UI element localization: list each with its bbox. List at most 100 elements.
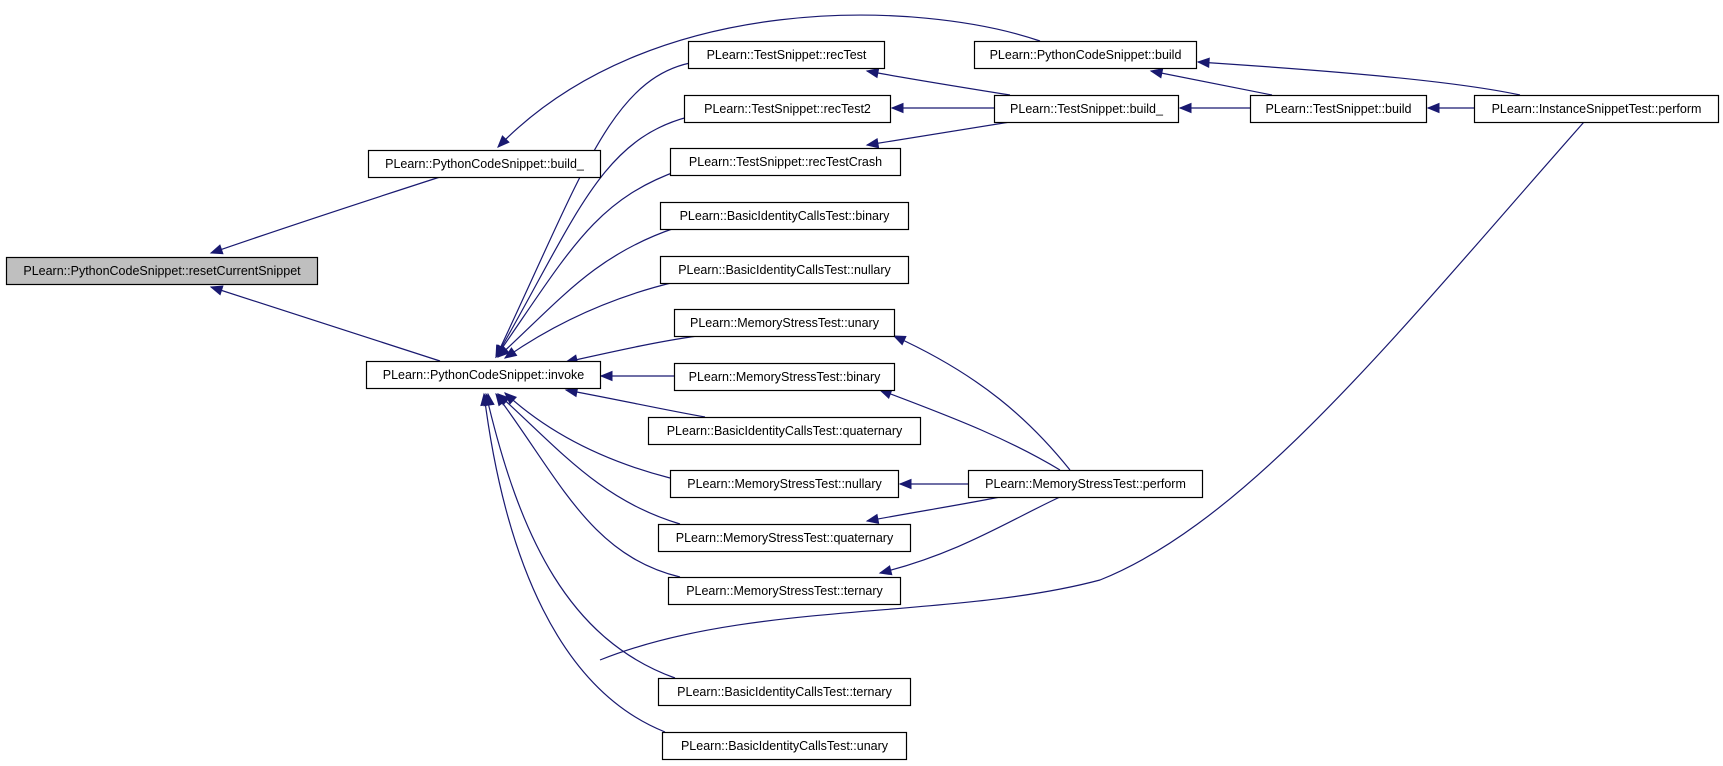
- arrowhead: [890, 102, 904, 114]
- node-ms_quaternary[interactable]: PLearn::MemoryStressTest::quaternary: [657, 523, 912, 553]
- edge-line: [210, 176, 441, 254]
- edge-line: [495, 393, 681, 578]
- node-box: [367, 149, 602, 179]
- arrowhead: [495, 392, 508, 407]
- edge-line: [866, 70, 1011, 96]
- node-box: [967, 469, 1204, 499]
- edge-line: [1150, 70, 1273, 96]
- node-box: [683, 94, 892, 124]
- node-box: [1473, 94, 1720, 124]
- edge-tsbuild-to-tsbuild_: [1178, 102, 1251, 114]
- edge-bic_binary-to-invoke: [497, 227, 676, 358]
- node-pybuild_[interactable]: PLearn::PythonCodeSnippet::build_: [367, 149, 602, 179]
- node-box: [669, 147, 902, 177]
- node-label: PLearn::BasicIdentityCallsTest::unary: [681, 739, 889, 753]
- node-label: PLearn::MemoryStressTest::binary: [689, 370, 881, 384]
- edge-invoke-to-reset: [209, 285, 441, 362]
- node-ms_unary[interactable]: PLearn::MemoryStressTest::unary: [673, 308, 896, 338]
- node-label: PLearn::BasicIdentityCallsTest::binary: [680, 209, 891, 223]
- arrowhead: [209, 285, 224, 296]
- edge-line: [866, 496, 1001, 522]
- edge-msperform-to-ms_quaternary: [865, 496, 1001, 525]
- node-label: PLearn::MemoryStressTest::ternary: [686, 584, 883, 598]
- node-isperform[interactable]: PLearn::InstanceSnippetTest::perform: [1473, 94, 1720, 124]
- node-box: [669, 469, 900, 499]
- node-box: [687, 40, 886, 70]
- edge-line: [497, 227, 676, 358]
- node-reset[interactable]: PLearn::PythonCodeSnippet::resetCurrentS…: [5, 256, 319, 286]
- edge-ms_ternary-to-invoke: [495, 392, 681, 578]
- node-msperform[interactable]: PLearn::MemoryStressTest::perform: [967, 469, 1204, 499]
- arrowhead: [865, 513, 880, 525]
- node-label: PLearn::MemoryStressTest::unary: [690, 316, 880, 330]
- node-label: PLearn::MemoryStressTest::quaternary: [676, 531, 894, 545]
- edge-msperform-to-ms_ternary: [878, 496, 1061, 576]
- node-invoke[interactable]: PLearn::PythonCodeSnippet::invoke: [365, 360, 602, 390]
- nodes-layer: PLearn::PythonCodeSnippet::resetCurrentS…: [5, 40, 1720, 761]
- node-label: PLearn::MemoryStressTest::perform: [985, 477, 1186, 491]
- node-label: PLearn::BasicIdentityCallsTest::ternary: [677, 685, 892, 699]
- node-recTestCrash[interactable]: PLearn::TestSnippet::recTestCrash: [669, 147, 902, 177]
- edge-bic_nullary-to-invoke: [503, 281, 676, 359]
- arrowhead: [878, 565, 893, 576]
- node-bic_quaternary[interactable]: PLearn::BasicIdentityCallsTest::quaterna…: [647, 416, 922, 446]
- node-bic_ternary[interactable]: PLearn::BasicIdentityCallsTest::ternary: [657, 677, 912, 707]
- arrowhead: [209, 244, 224, 255]
- node-ms_binary[interactable]: PLearn::MemoryStressTest::binary: [673, 362, 896, 392]
- node-tsbuild_[interactable]: PLearn::TestSnippet::build_: [993, 94, 1180, 124]
- node-bic_unary[interactable]: PLearn::BasicIdentityCallsTest::unary: [661, 731, 908, 761]
- arrowhead: [599, 370, 613, 382]
- node-label: PLearn::PythonCodeSnippet::invoke: [383, 368, 585, 382]
- node-recTest[interactable]: PLearn::TestSnippet::recTest: [687, 40, 886, 70]
- node-label: PLearn::TestSnippet::recTestCrash: [689, 155, 882, 169]
- arrowhead: [503, 347, 518, 359]
- edge-line: [504, 392, 671, 479]
- edge-tsbuild_-to-recTest: [865, 67, 1011, 96]
- edge-line: [879, 496, 1061, 574]
- node-bic_nullary[interactable]: PLearn::BasicIdentityCallsTest::nullary: [659, 255, 910, 285]
- node-box: [5, 256, 319, 286]
- edge-tsbuild_-to-recTestCrash: [865, 121, 1011, 149]
- node-box: [673, 362, 896, 392]
- node-label: PLearn::PythonCodeSnippet::build: [990, 48, 1182, 62]
- node-ms_nullary[interactable]: PLearn::MemoryStressTest::nullary: [669, 469, 900, 499]
- edge-tsbuild-to-pybuild: [1149, 68, 1273, 96]
- node-box: [659, 201, 910, 231]
- node-bic_binary[interactable]: PLearn::BasicIdentityCallsTest::binary: [659, 201, 910, 231]
- edge-ms_unary-to-invoke: [564, 334, 706, 365]
- node-pybuild[interactable]: PLearn::PythonCodeSnippet::build: [973, 40, 1198, 70]
- edge-line: [210, 286, 441, 362]
- node-recTest2[interactable]: PLearn::TestSnippet::recTest2: [683, 94, 892, 124]
- node-tsbuild[interactable]: PLearn::TestSnippet::build: [1249, 94, 1428, 124]
- node-ms_ternary[interactable]: PLearn::MemoryStressTest::ternary: [667, 576, 902, 606]
- edge-tsbuild_-to-recTest2: [890, 102, 995, 114]
- node-label: PLearn::PythonCodeSnippet::resetCurrentS…: [23, 264, 301, 278]
- edge-line: [495, 116, 689, 358]
- edge-msperform-to-ms_nullary: [898, 478, 969, 490]
- edge-msperform-to-ms_unary: [892, 335, 1071, 471]
- edge-line: [879, 389, 1061, 471]
- edge-isperform-to-pybuild: [1196, 57, 1521, 96]
- edge-bic_ternary-to-invoke: [483, 392, 676, 679]
- edge-line: [893, 335, 1071, 471]
- node-box: [673, 308, 896, 338]
- node-box: [657, 523, 912, 553]
- node-label: PLearn::InstanceSnippetTest::perform: [1492, 102, 1702, 116]
- arrowhead: [1426, 102, 1440, 114]
- node-box: [661, 731, 908, 761]
- node-label: PLearn::TestSnippet::build: [1266, 102, 1412, 116]
- node-box: [667, 576, 902, 606]
- node-box: [973, 40, 1198, 70]
- edge-recTestCrash-to-invoke: [495, 169, 681, 359]
- edge-bic_quaternary-to-invoke: [564, 386, 706, 418]
- edge-line: [565, 389, 706, 418]
- edge-line: [497, 393, 681, 525]
- node-box: [659, 255, 910, 285]
- edge-ms_binary-to-invoke: [599, 370, 674, 382]
- arrowhead: [1196, 57, 1210, 68]
- edge-pybuild_-to-reset: [209, 176, 441, 255]
- arrowhead: [497, 345, 511, 358]
- edge-line: [497, 14, 1041, 148]
- arrowhead: [497, 135, 510, 148]
